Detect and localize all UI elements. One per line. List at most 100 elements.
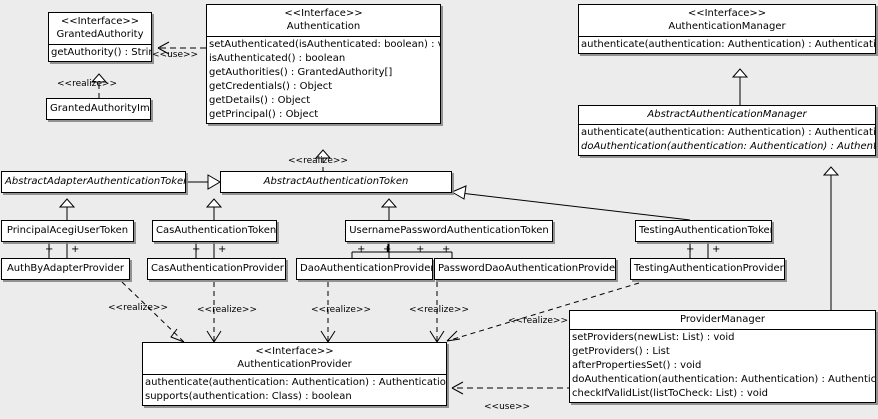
method-row: getAuthority() : String (51, 47, 151, 58)
method-row: setProviders(newList: List) : void (572, 332, 735, 343)
class-header-password-dao-authentication-provider: PasswordDaoAuthenticationProvider (435, 259, 615, 279)
class-name-label: GrantedAuthorityImpl (50, 103, 150, 114)
class-header-dao-authentication-provider: DaoAuthenticationProvider (297, 259, 432, 279)
association-plus: + (71, 244, 80, 255)
class-name-label: PasswordDaoAuthenticationProvider (438, 263, 615, 274)
class-name-label: TestingAuthenticationToken (639, 225, 771, 236)
class-header-cas-authentication-token: CasAuthenticationToken (153, 221, 276, 241)
association-plus: + (218, 244, 227, 255)
method-compartment: authenticate(authentication: Authenticat… (579, 36, 875, 53)
edge-label-realize-cas-provider: <<realize>> (197, 305, 257, 315)
class-header-testing-authentication-token: TestingAuthenticationToken (636, 221, 771, 241)
class-header-granted-authority: <<Interface>> GrantedAuthority (49, 13, 151, 44)
method-row: doAuthentication(authentication: Authent… (572, 374, 875, 385)
class-name-label: UsernamePasswordAuthenticationToken (349, 225, 549, 236)
edge-label-realize-testing-provider: <<realize>> (508, 316, 568, 326)
class-box-password-dao-authentication-provider[interactable]: PasswordDaoAuthenticationProvider (434, 258, 616, 280)
class-header-cas-authentication-provider: CasAuthenticationProvider (148, 259, 285, 279)
class-name-label: ProviderManager (679, 314, 765, 325)
class-name-label: Authentication (286, 21, 361, 32)
association-plus: + (45, 244, 54, 255)
class-header-authentication-provider: <<Interface>> AuthenticationProvider (143, 343, 446, 374)
class-box-auth-by-adapter-provider[interactable]: AuthByAdapterProvider (1, 258, 130, 280)
method-compartment: setProviders(newList: List) : void getPr… (570, 329, 875, 402)
class-box-granted-authority-impl[interactable]: GrantedAuthorityImpl (46, 98, 151, 120)
class-header-abstract-authentication-token: AbstractAuthenticationToken (221, 172, 451, 192)
class-box-authentication-provider[interactable]: <<Interface>> AuthenticationProvider aut… (142, 342, 447, 406)
class-box-dao-authentication-provider[interactable]: DaoAuthenticationProvider (296, 258, 433, 280)
class-box-testing-authentication-token[interactable]: TestingAuthenticationToken (635, 220, 772, 242)
method-row: getDetails() : Object (209, 95, 311, 106)
method-row: getCredentials() : Object (209, 81, 333, 92)
class-header-granted-authority-impl: GrantedAuthorityImpl (47, 99, 150, 119)
method-row: authenticate(authentication: Authenticat… (145, 377, 446, 388)
class-box-abstract-adapter-authentication-token[interactable]: AbstractAdapterAuthenticationToken (1, 171, 186, 193)
class-header-abstract-authentication-manager: AbstractAuthenticationManager (579, 106, 875, 124)
class-header-authentication: <<Interface>> Authentication (207, 5, 440, 36)
class-name-label: PrincipalAcegiUserToken (6, 225, 129, 236)
method-row: checkIfValidList(listToCheck: List) : vo… (572, 388, 769, 399)
class-box-cas-authentication-provider[interactable]: CasAuthenticationProvider (147, 258, 286, 280)
edge-label-use-provider-manager: <<use>> (484, 402, 531, 412)
method-row: supports(authentication: Class) : boolea… (145, 391, 352, 402)
class-box-authentication-manager[interactable]: <<Interface>> AuthenticationManager auth… (578, 4, 876, 54)
class-box-provider-manager[interactable]: ProviderManager setProviders(newList: Li… (569, 310, 876, 403)
association-plus: + (383, 244, 392, 255)
edge-label-realize-abstract-authentication-token: <<realize>> (288, 156, 348, 166)
class-name-label: AbstractAdapterAuthenticationToken (5, 176, 185, 187)
stereotype-label: <<Interface>> (60, 16, 140, 27)
class-box-principal-acegi-user-token[interactable]: PrincipalAcegiUserToken (1, 220, 134, 242)
edge-label-realize-auth-by-adapter: <<realize>> (108, 303, 168, 313)
class-name-label: GrantedAuthority (56, 29, 144, 40)
class-header-provider-manager: ProviderManager (570, 311, 875, 329)
method-row: afterPropertiesSet() : void (572, 360, 702, 371)
class-header-auth-by-adapter-provider: AuthByAdapterProvider (2, 259, 129, 279)
class-box-abstract-authentication-token[interactable]: AbstractAuthenticationToken (220, 171, 452, 193)
association-plus: + (686, 244, 695, 255)
method-row: authenticate(authentication: Authenticat… (581, 39, 875, 50)
class-name-label: DaoAuthenticationProvider (300, 263, 432, 274)
association-plus: + (712, 244, 721, 255)
class-name-label: AbstractAuthenticationManager (647, 109, 807, 120)
class-box-abstract-authentication-manager[interactable]: AbstractAuthenticationManager authentica… (578, 105, 876, 156)
class-name-label: AuthenticationManager (668, 21, 786, 32)
method-row: isAuthenticated() : boolean (209, 53, 346, 64)
method-row: getAuthorities() : GrantedAuthority[] (209, 67, 393, 78)
class-name-label: AuthenticationProvider (237, 359, 352, 370)
edge-label-realize-password-dao-provider: <<realize>> (409, 305, 469, 315)
class-header-principal-acegi-user-token: PrincipalAcegiUserToken (2, 221, 133, 241)
class-box-granted-authority[interactable]: <<Interface>> GrantedAuthority getAuthor… (48, 12, 152, 62)
method-compartment: authenticate(authentication: Authenticat… (579, 124, 875, 155)
stereotype-label: <<Interface>> (255, 346, 334, 357)
association-plus: + (416, 244, 425, 255)
method-compartment: getAuthority() : String (49, 44, 151, 61)
method-row: authenticate(authentication: Authenticat… (581, 127, 875, 138)
class-box-cas-authentication-token[interactable]: CasAuthenticationToken (152, 220, 277, 242)
stereotype-label: <<Interface>> (284, 8, 363, 19)
class-header-abstract-adapter-authentication-token: AbstractAdapterAuthenticationToken (2, 172, 185, 192)
class-name-label: AbstractAuthenticationToken (263, 176, 409, 187)
class-header-authentication-manager: <<Interface>> AuthenticationManager (579, 5, 875, 36)
class-box-testing-authentication-provider[interactable]: TestingAuthenticationProvider (630, 258, 785, 280)
method-row: doAuthentication(authentication: Authent… (581, 141, 875, 152)
method-row: setAuthenticated(isAuthenticated: boolea… (209, 39, 440, 50)
edge-label-use-authentication-granted-authority: <<use>> (152, 50, 199, 60)
class-name-label: TestingAuthenticationProvider (634, 263, 784, 274)
association-plus: + (192, 244, 201, 255)
method-row: getPrincipal() : Object (209, 109, 319, 120)
method-compartment: setAuthenticated(isAuthenticated: boolea… (207, 36, 440, 123)
class-box-username-password-authentication-token[interactable]: UsernamePasswordAuthenticationToken (345, 220, 553, 242)
class-name-label: CasAuthenticationProvider (151, 263, 284, 274)
stereotype-label: <<Interface>> (687, 8, 767, 19)
class-box-authentication[interactable]: <<Interface>> Authentication setAuthenti… (206, 4, 441, 124)
edge-label-realize-dao-provider: <<realize>> (311, 305, 371, 315)
class-name-label: AuthByAdapterProvider (6, 263, 125, 274)
class-header-username-password-authentication-token: UsernamePasswordAuthenticationToken (346, 221, 552, 241)
method-compartment: authenticate(authentication: Authenticat… (143, 374, 446, 405)
class-name-label: CasAuthenticationToken (156, 225, 276, 236)
edge-label-realize-granted-authority-impl: <<realize>> (57, 79, 117, 89)
association-plus: + (357, 244, 366, 255)
association-plus: + (442, 244, 451, 255)
class-header-testing-authentication-provider: TestingAuthenticationProvider (631, 259, 784, 279)
